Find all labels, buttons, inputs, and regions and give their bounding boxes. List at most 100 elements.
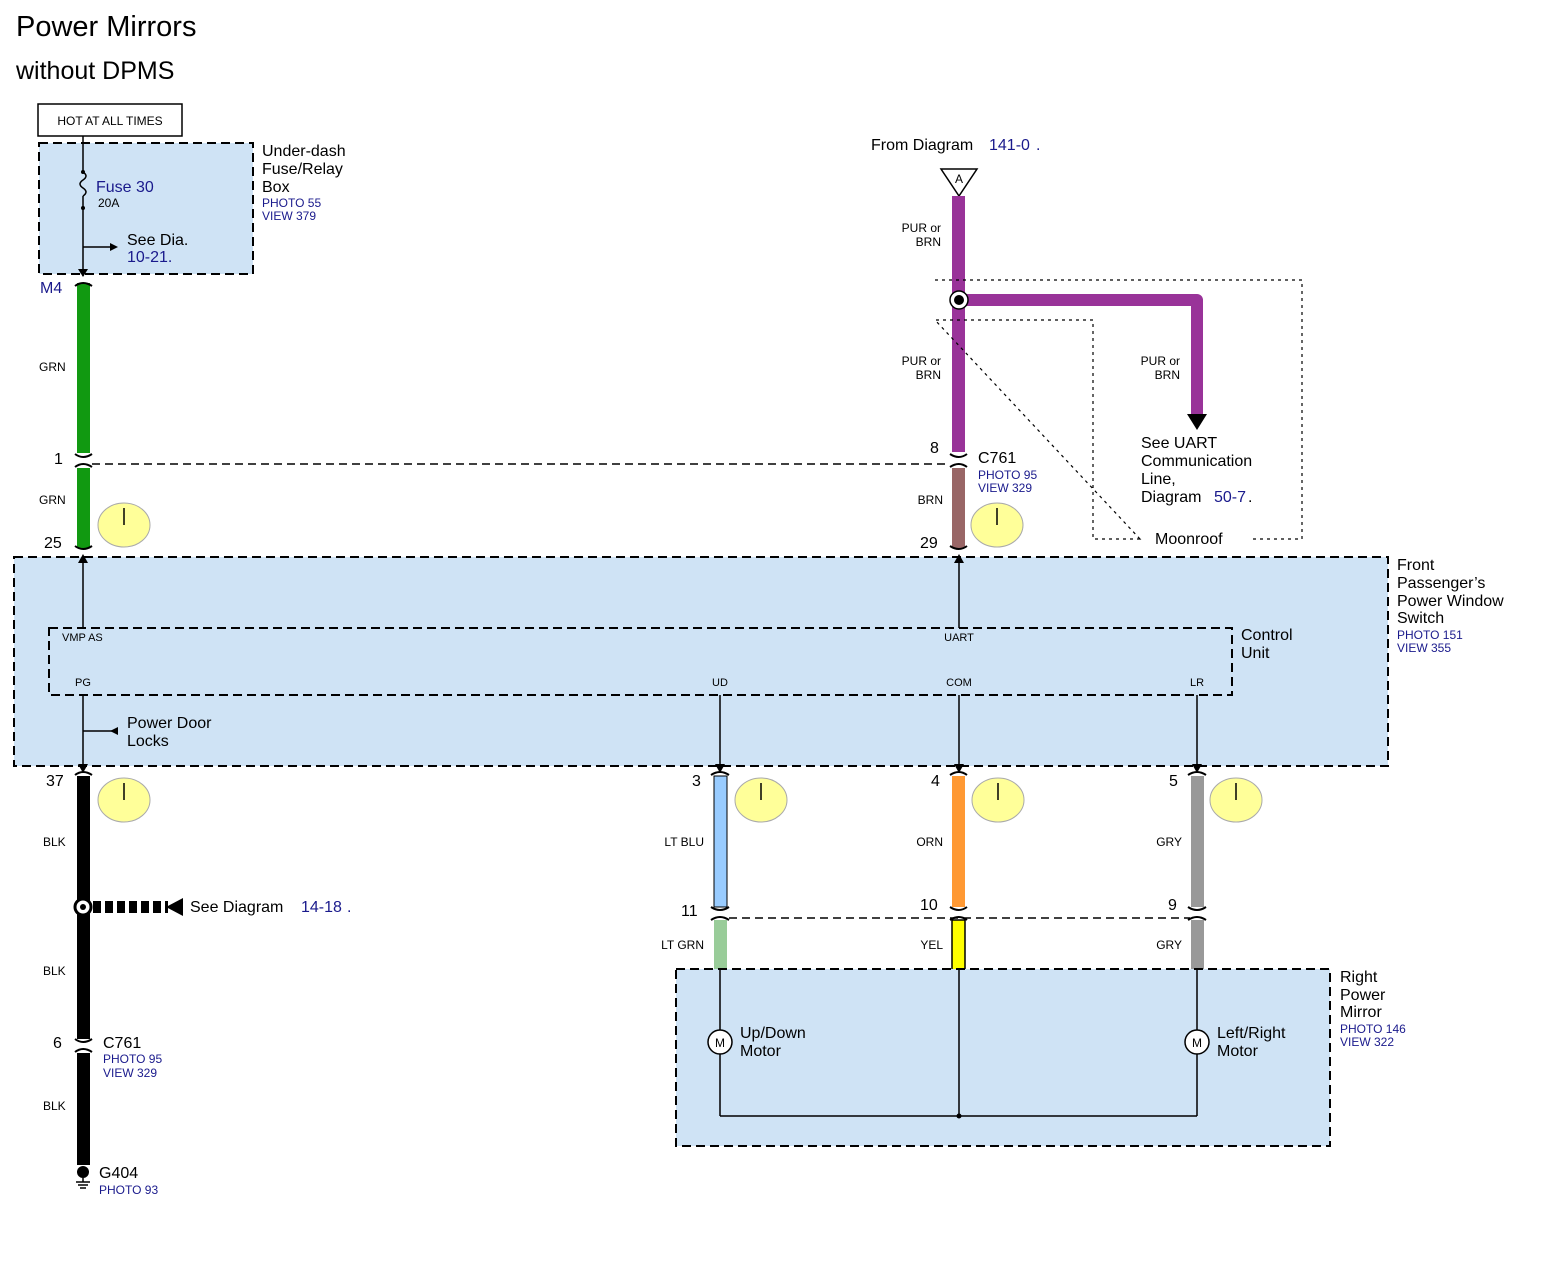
wire-label-pur-1b: BRN [916,235,941,249]
fuse-box-name-1: Under-dash [262,143,346,160]
mirror-name-2: Power [1340,987,1386,1004]
connector-view-icon[interactable] [97,502,151,548]
pin-1: 1 [54,451,63,468]
hot-label-box [37,103,183,137]
arrow-left-icon [110,727,118,735]
c761-bottom-name: C761 [103,1035,141,1052]
pin-11: 11 [681,903,698,920]
pin-9: 9 [1168,897,1177,914]
see-diagram-14-label: See Diagram [190,899,283,916]
c761-bottom-view[interactable]: VIEW 329 [103,1066,157,1080]
fuse-box-view[interactable]: VIEW 379 [262,209,316,223]
connector-a-label: A [955,172,963,186]
switch-name-3: Power Window [1397,593,1504,610]
mirror-view[interactable]: VIEW 322 [1340,1035,1394,1049]
power-door-locks-2: Locks [127,733,169,750]
diagram-title: Power Mirrors [16,11,196,43]
fuse-icon [79,171,87,197]
wire-label-pur-3b: BRN [1155,368,1180,382]
connector-view-icon[interactable] [97,777,151,823]
fuse-rating: 20A [98,196,119,210]
connector-c761-pin8 [949,453,968,468]
c761-top-name: C761 [978,450,1016,467]
pin-25: 25 [44,535,62,552]
ground-icon [77,1166,89,1178]
moonroof-region [933,279,1303,540]
wire-lt-blu [713,775,728,908]
arrow-up-icon [78,554,88,563]
wire-label-gry-1: GRY [1156,835,1182,849]
uart-line-2: Communication [1141,453,1252,470]
wire-label-lt-blu: LT BLU [664,835,704,849]
power-door-locks-1: Power Door [127,715,212,732]
wire-label-blk-3: BLK [43,1099,66,1113]
term-vmp-as: VMP AS [62,632,103,644]
pin-37: 37 [46,773,64,790]
left-right-motor-symbol: M [1192,1036,1202,1050]
switch-photo[interactable]: PHOTO 151 [1397,628,1463,642]
term-ud: UD [712,677,728,689]
wire-label-pur-3a: PUR or [1141,354,1180,368]
from-diagram-label: From Diagram [871,137,973,154]
mirror-photo[interactable]: PHOTO 146 [1340,1022,1406,1036]
control-unit-box [48,627,1233,696]
hot-label: HOT AT ALL TIMES [57,114,162,128]
pin-29: 29 [920,535,938,552]
c761-bottom-photo[interactable]: PHOTO 95 [103,1052,162,1066]
control-unit-label-1: Control [1241,627,1293,644]
pin-4: 4 [931,773,940,790]
wire-orn [952,776,965,907]
ground-name: G404 [99,1165,138,1182]
up-down-motor-symbol: M [715,1036,725,1050]
up-down-motor-label-1: Up/Down [740,1025,806,1042]
fuse-name: Fuse 30 [96,179,154,196]
wire-label-pur-2a: PUR or [902,354,941,368]
wire-label-grn-2: GRN [39,493,66,507]
moonroof-label: Moonroof [1155,531,1223,548]
fuse-relay-box [38,142,254,275]
switch-name-2: Passenger’s [1397,575,1485,592]
fuse-box-name-2: Fuse/Relay [262,161,343,178]
mirror-name-3: Mirror [1340,1004,1382,1021]
left-right-motor-label-2: Motor [1217,1043,1259,1060]
uart-line-4: Diagram [1141,489,1201,506]
wire-blk-lower [77,1053,90,1165]
term-pg: PG [75,677,91,689]
connector-view-icon[interactable] [1209,777,1263,823]
up-down-motor-label-2: Motor [740,1043,782,1060]
see-dia-label: See Dia. [127,232,188,249]
connector-a-triangle-icon [939,168,979,198]
fuse-box-photo[interactable]: PHOTO 55 [262,196,321,210]
see-diagram-14-link[interactable]: 14-18 [301,899,342,916]
pin-5: 5 [1169,773,1178,790]
term-lr: LR [1190,677,1204,689]
connector-view-icon[interactable] [971,777,1025,823]
see-dia-link[interactable]: 10-21. [127,249,172,266]
ground-photo[interactable]: PHOTO 93 [99,1183,158,1197]
connector-c761-pin1 [74,453,93,468]
connector-view-icon[interactable] [734,777,788,823]
wire-label-brn: BRN [918,493,943,507]
wire-label-grn-1: GRN [39,360,66,374]
from-diagram-link[interactable]: 141-0 [989,137,1030,154]
uart-diagram-link[interactable]: 50-7 [1214,489,1246,506]
wire-label-orn: ORN [916,835,943,849]
connector-c761-pin6 [74,1038,93,1053]
wire-pur-brn-branch [959,294,1203,418]
pin-3: 3 [692,773,701,790]
arrow-down-icon [1187,414,1207,430]
wire-grn-upper [77,283,90,453]
up-down-motor-icon [707,1029,733,1055]
fuse-box-name-3: Box [262,179,290,196]
pin-10: 10 [920,897,938,914]
switch-view[interactable]: VIEW 355 [1397,641,1451,655]
term-uart: UART [944,632,974,644]
wire-label-gry-2: GRY [1156,938,1182,952]
uart-line-1: See UART [1141,435,1217,452]
c761-top-photo[interactable]: PHOTO 95 [978,468,1037,482]
wire-label-pur-1a: PUR or [902,221,941,235]
wire-gry-upper [1191,776,1204,907]
connector-view-icon[interactable] [970,502,1024,548]
c761-top-view[interactable]: VIEW 329 [978,481,1032,495]
